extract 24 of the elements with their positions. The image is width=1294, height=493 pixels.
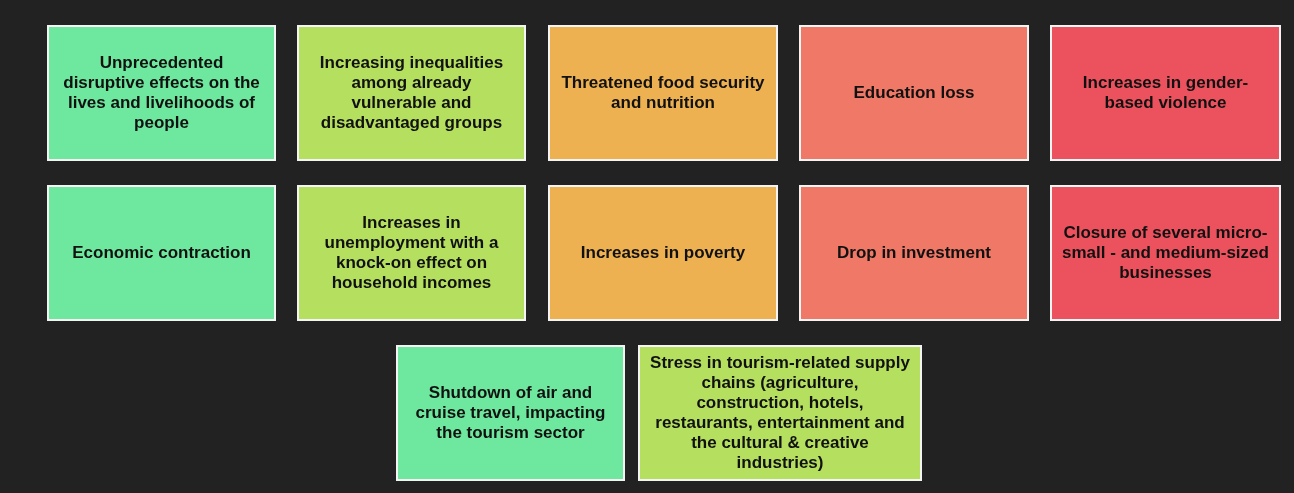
impact-box — [548, 25, 778, 161]
impact-text: Closure of several micro- small - and medium-sized businesses — [1061, 223, 1270, 283]
impact-text: Education loss — [853, 83, 975, 103]
impact-box — [47, 185, 276, 321]
impact-box — [1050, 185, 1281, 321]
impact-box — [799, 185, 1029, 321]
impact-box — [396, 345, 625, 481]
impact-box — [47, 25, 276, 161]
impact-box — [297, 185, 526, 321]
impact-text: Increases in gender-based violence — [1081, 73, 1250, 113]
impact-text: Shutdown of air and cruise travel, impacting the tourism sector — [414, 383, 607, 443]
impact-text: Economic contraction — [72, 243, 251, 263]
impact-text: Unprecedented disruptive effects on the lives and livelihoods of people — [62, 53, 261, 133]
impact-box — [548, 185, 778, 321]
impact-text: Threatened food security and nutrition — [560, 73, 766, 113]
impact-box — [1050, 25, 1281, 161]
impact-text: Stress in tourism-related supply chains (agriculture, construction, hotels, restaurants, entertainment and the cultural & creative industries) — [649, 353, 911, 473]
impact-box — [297, 25, 526, 161]
impact-box — [799, 25, 1029, 161]
impact-text: Increases in unemployment with a knock-on effect on household incomes — [323, 213, 500, 293]
impact-text: Increasing inequalities among already vulnerable and disadvantaged groups — [318, 53, 505, 133]
impact-text: Drop in investment — [837, 243, 991, 263]
impact-box — [638, 345, 922, 481]
impact-text: Increases in poverty — [580, 243, 746, 263]
